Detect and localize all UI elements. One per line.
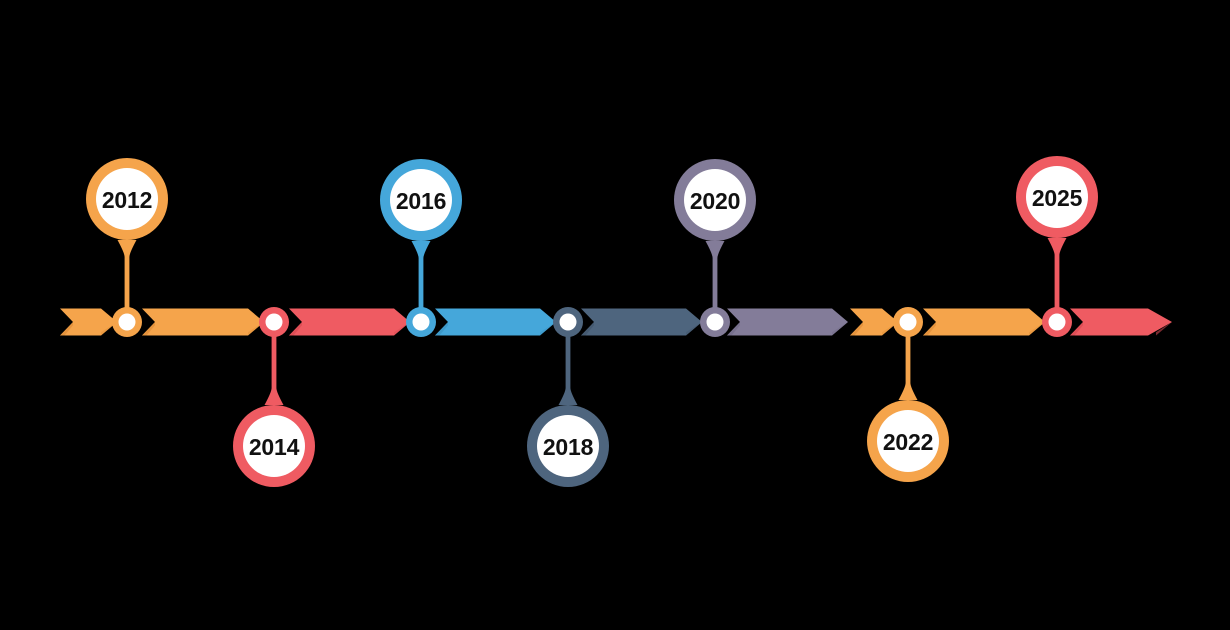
marker-2022-core — [900, 314, 917, 331]
year-pin-2012[interactable]: 2012 — [86, 158, 168, 240]
year-pin-label-2025: 2025 — [1032, 185, 1083, 211]
year-pin-label-2012: 2012 — [102, 187, 152, 213]
marker-2012-core — [119, 314, 136, 331]
segment-3 — [289, 309, 410, 336]
marker-2020[interactable] — [700, 307, 730, 337]
year-pin-2020[interactable]: 2020 — [674, 159, 756, 241]
segment-3-body — [289, 309, 410, 336]
segment-6 — [727, 309, 848, 336]
marker-2025-core — [1049, 314, 1066, 331]
year-pin-2025[interactable]: 2025 — [1016, 156, 1098, 238]
marker-2020-core — [707, 314, 724, 331]
segment-2-body — [142, 309, 264, 336]
segment-8-body — [923, 309, 1045, 336]
year-pin-label-2014: 2014 — [249, 434, 300, 460]
marker-2018[interactable] — [553, 307, 583, 337]
year-pin-label-2022: 2022 — [883, 429, 933, 455]
segment-2 — [142, 309, 264, 336]
marker-2014-core — [266, 314, 283, 331]
year-pin-2016[interactable]: 2016 — [380, 159, 462, 241]
year-pin-2018[interactable]: 2018 — [527, 405, 609, 487]
segment-5 — [581, 309, 702, 336]
marker-2025[interactable] — [1042, 307, 1072, 337]
marker-2016[interactable] — [406, 307, 436, 337]
marker-2012[interactable] — [112, 307, 142, 337]
year-pin-label-2016: 2016 — [396, 188, 446, 214]
segment-8 — [923, 309, 1045, 336]
year-pin-2022[interactable]: 2022 — [867, 400, 949, 482]
year-pin-2014[interactable]: 2014 — [233, 405, 315, 487]
marker-2018-core — [560, 314, 577, 331]
year-pin-label-2018: 2018 — [543, 434, 594, 460]
year-pin-label-2020: 2020 — [690, 188, 740, 214]
segment-6-body — [727, 309, 848, 336]
arrow-segments-layer — [60, 309, 1172, 336]
segment-5-body — [581, 309, 702, 336]
marker-2014[interactable] — [259, 307, 289, 337]
marker-2022[interactable] — [893, 307, 923, 337]
segment-4 — [435, 309, 556, 336]
segment-4-body — [435, 309, 556, 336]
marker-2016-core — [413, 314, 430, 331]
